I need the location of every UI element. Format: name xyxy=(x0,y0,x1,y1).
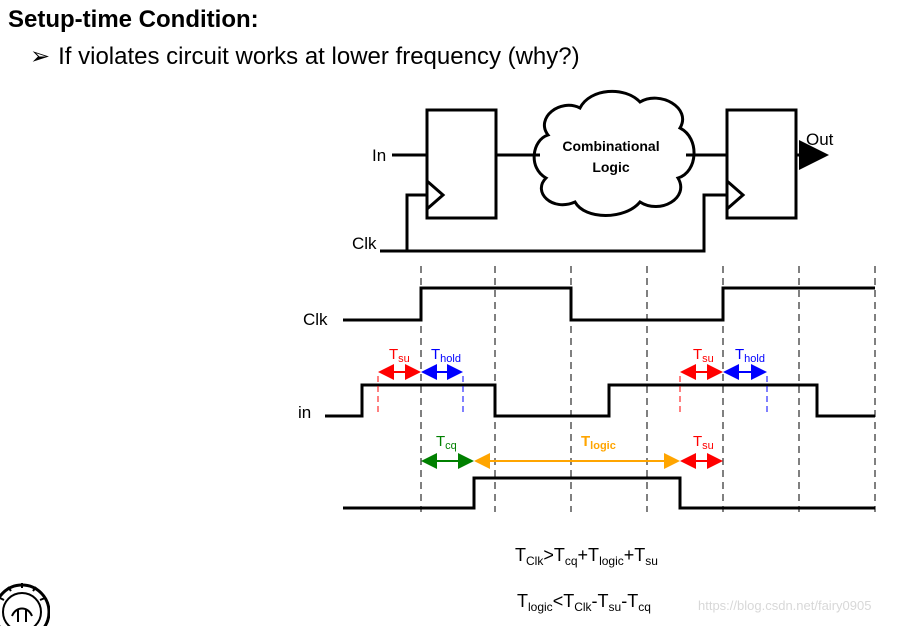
circuit-clk-label: Clk xyxy=(352,234,377,253)
arrow-bullet-icon: ➢ xyxy=(30,43,51,70)
setup-hold-annotation-1 xyxy=(377,364,464,412)
setup-hold-annotation-2 xyxy=(679,364,768,412)
university-seal-logo xyxy=(0,583,50,626)
bullet-text: If violates circuit works at lower frequ… xyxy=(58,43,580,70)
clk-wire-ff1 xyxy=(405,193,427,251)
slide-title: Setup-time Condition: xyxy=(8,6,259,33)
circuit-out-label: Out xyxy=(806,130,834,149)
equation-2: Tlogic<TClk-Tsu-Tcq xyxy=(517,591,651,614)
in-waveform xyxy=(325,383,875,418)
combinational-logic-label-1: Combinational xyxy=(562,138,659,154)
circuit-in-label: In xyxy=(372,146,386,165)
t-su-label-3: Tsu xyxy=(693,433,714,452)
flip-flop-2 xyxy=(725,108,798,220)
flip-flop-2-clock-triangle xyxy=(726,179,746,211)
timing-guide-lines xyxy=(420,266,876,512)
output-waveform xyxy=(343,476,875,510)
bullet-point: ➢ If violates circuit works at lower freq… xyxy=(30,42,580,71)
flip-flop-1 xyxy=(425,108,498,220)
t-hold-label-1: Thold xyxy=(431,346,461,365)
t-hold-label-2: Thold xyxy=(735,346,765,365)
clk-waveform xyxy=(343,286,875,322)
clk-wire xyxy=(380,193,727,253)
t-su-label-2: Tsu xyxy=(693,346,714,365)
combinational-logic-label-2: Logic xyxy=(592,159,630,175)
waveform-in-label: in xyxy=(298,403,311,422)
t-logic-label: Tlogic xyxy=(581,433,616,452)
waveform-clk-label: Clk xyxy=(303,310,328,329)
equation-1: TClk>Tcq+Tlogic+Tsu xyxy=(515,545,658,568)
flip-flop-1-clock-triangle xyxy=(426,179,446,211)
t-cq-label: Tcq xyxy=(436,433,457,452)
circuit-schematic xyxy=(380,89,829,253)
watermark-text: https://blog.csdn.net/fairy0905 xyxy=(698,598,872,613)
combinational-logic-cloud xyxy=(532,89,696,217)
t-su-label-1: Tsu xyxy=(389,346,410,365)
